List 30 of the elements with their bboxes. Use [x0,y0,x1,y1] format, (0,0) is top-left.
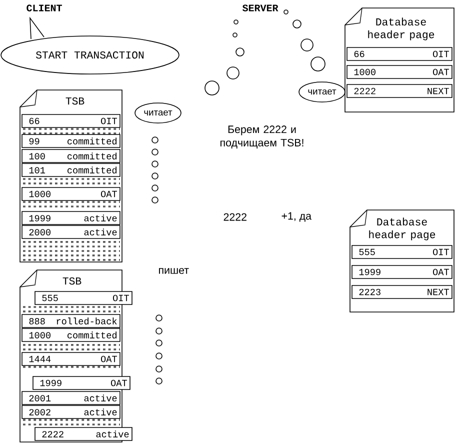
table-row: 555 OIT [34,291,132,305]
table-row: 2001 active [22,391,120,405]
text-label: пишет [159,268,189,274]
table-row: 2223 NEXT [352,285,452,299]
table-row: 1999 OAT [352,265,452,279]
text-label: 2222 [224,213,246,221]
oval-label: читает [298,82,346,102]
table-row: 99 committed [22,134,120,148]
table-row: 1999 active [22,211,120,225]
text-label: +1, да [282,212,312,222]
table-row: 1444 OAT [22,352,120,366]
table-row: 66 OIT [346,47,452,61]
table-row: 555 OIT [352,245,452,259]
table-row: 2000 active [22,225,120,239]
table-row: 1000 OAT [22,187,120,201]
table-row: 100 committed [22,149,120,163]
oval-label: читает [134,102,182,124]
table-row: 1000 committed [22,328,120,342]
table-row: 101 committed [22,163,120,177]
table-row: 888 rolled-back [22,314,120,328]
table-row: 66 OIT [22,114,120,128]
text-label: CLIENT [26,4,62,12]
note-text: Берем 2222 и подчищаем TSB! [220,126,304,148]
text-label: SERVER [242,4,278,12]
table-row: 2002 active [22,405,120,419]
table-row: 1000 OAT [346,65,452,79]
table-row: 1999 OAT [32,376,130,390]
table-row: 2222 active [34,427,132,441]
table-row: 2222 NEXT [346,84,452,98]
speech-bubble: START TRANSACTION [0,16,180,74]
